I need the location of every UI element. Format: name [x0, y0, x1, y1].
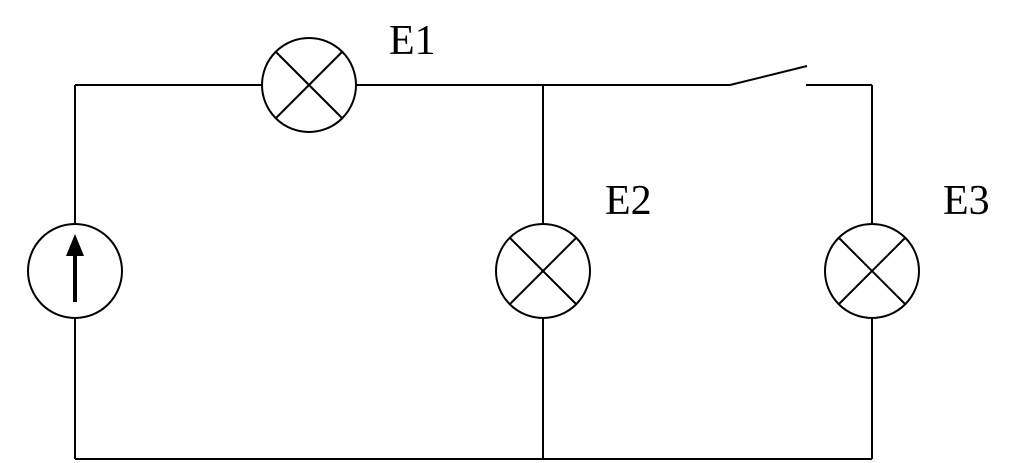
switch-blade: [729, 65, 808, 86]
lamp-e2-circle: [495, 223, 591, 319]
lamp-e2-icon: [495, 223, 591, 319]
current-source-arrow-up-icon: [27, 223, 123, 319]
lamp-e2-cross-b: [509, 237, 577, 305]
lamp-e1-icon: [261, 37, 357, 133]
lamp-e1-circle: [261, 37, 357, 133]
wires: [74, 84, 873, 460]
lamp-e1-cross-b: [275, 51, 343, 119]
label-e3: E3: [943, 178, 990, 224]
lamp-e3-cross-b: [838, 237, 906, 305]
source-circle: [27, 223, 123, 319]
label-e1: E1: [389, 18, 436, 64]
source-arrow-head: [66, 234, 84, 256]
label-e2: E2: [605, 178, 652, 224]
lamp-e3-circle: [824, 223, 920, 319]
lamp-e3-icon: [824, 223, 920, 319]
